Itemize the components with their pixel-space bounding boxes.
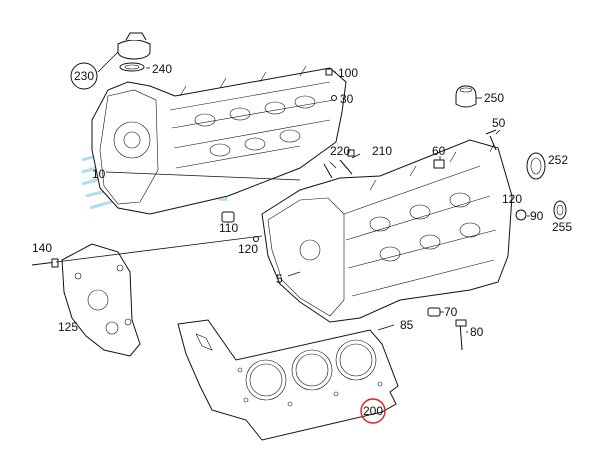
head-gasket-part <box>177 319 399 441</box>
label-120-left: 120 <box>238 242 258 256</box>
label-125: 125 <box>58 320 78 334</box>
timing-cover-part <box>31 243 141 357</box>
part-labels: 230 240 100 30 250 50 60 220 210 252 10 … <box>32 62 572 418</box>
label-230: 230 <box>74 69 94 83</box>
label-252: 252 <box>548 153 568 167</box>
highlight-circle-200 <box>360 398 386 424</box>
label-210: 210 <box>372 144 392 158</box>
label-120-right: 120 <box>502 192 522 206</box>
cylinder-head-left-part <box>91 65 347 215</box>
label-220: 220 <box>330 144 350 158</box>
oil-filler-cap-part <box>117 32 151 72</box>
label-60: 60 <box>432 144 446 158</box>
label-5: 5 <box>276 272 283 286</box>
label-255: 255 <box>552 220 572 234</box>
label-230-circle <box>70 62 98 90</box>
leader-lines <box>55 51 530 333</box>
label-50: 50 <box>492 116 506 130</box>
label-80: 80 <box>470 325 484 339</box>
label-110: 110 <box>219 221 238 235</box>
label-30: 30 <box>340 92 354 106</box>
label-90: 90 <box>530 209 544 223</box>
label-10: 10 <box>92 167 106 181</box>
label-100: 100 <box>338 66 358 80</box>
label-250: 250 <box>484 91 504 105</box>
label-200: 200 <box>363 404 383 418</box>
label-240: 240 <box>152 62 172 76</box>
fastener-parts <box>323 85 567 351</box>
cylinder-head-right-part <box>261 139 513 323</box>
label-140: 140 <box>32 241 52 255</box>
label-70: 70 <box>444 305 458 319</box>
label-85: 85 <box>400 318 414 332</box>
